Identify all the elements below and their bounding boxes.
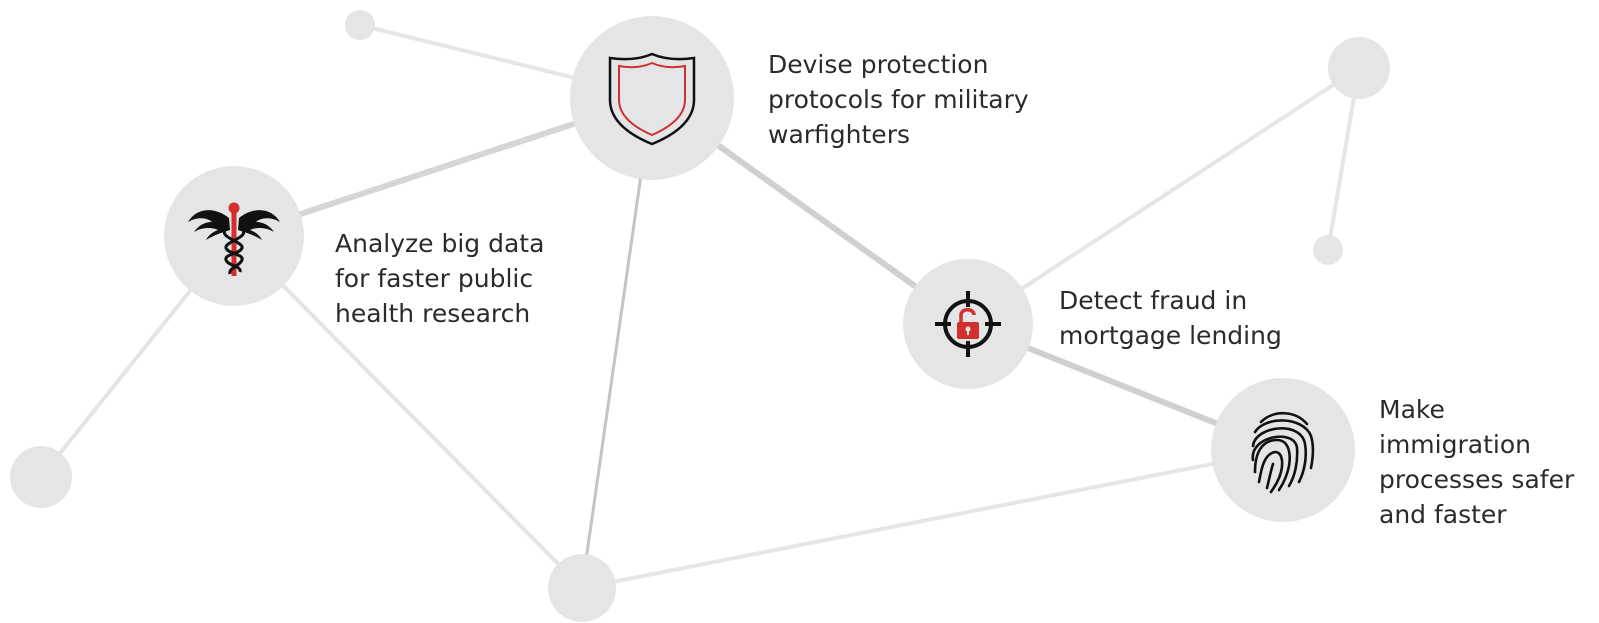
caption-line: Make [1379,395,1445,424]
caption-line: Devise protection [768,50,988,79]
caption-line: processes safer [1379,465,1575,494]
network-dots [10,10,1390,622]
node-caption: Detect fraud in mortgage lending [1059,286,1282,350]
network-dot [548,554,616,622]
caption-line: warfighters [768,120,910,149]
caption-line: immigration [1379,430,1531,459]
shield-icon [608,52,696,146]
network-dot [345,10,375,40]
network-dot [1328,37,1390,99]
node-caption: Devise protection protocols for military… [768,50,1037,149]
node-military: Devise protection protocols for military… [570,16,1037,180]
edge [232,234,584,590]
node-immigration: Make immigration processes safer and fas… [1211,378,1582,529]
node-circle [570,16,734,180]
caption-line: and faster [1379,500,1507,529]
node-fraud: Detect fraud in mortgage lending [903,259,1282,389]
caption-line: protocols for military [768,85,1029,114]
caption-line: health research [335,299,530,328]
node-caption: Make immigration processes safer and fas… [1379,395,1582,529]
caduceus-icon [188,202,280,276]
caption-line: Detect fraud in [1059,286,1247,315]
fingerprint-icon [1251,411,1315,494]
caption-line: mortgage lending [1059,321,1282,350]
edge [581,448,1284,590]
caption-line: Analyze big data [335,229,544,258]
target-lock-icon [935,291,1001,357]
caption-line: for faster public [335,264,533,293]
network-dot [10,446,72,508]
node-public-health: Analyze big data for faster public healt… [164,166,552,328]
network-dot [1313,235,1343,265]
node-circle [1211,378,1355,522]
edge [966,66,1361,326]
edge [580,97,654,589]
edge [359,23,576,80]
node-caption: Analyze big data for faster public healt… [335,229,552,328]
